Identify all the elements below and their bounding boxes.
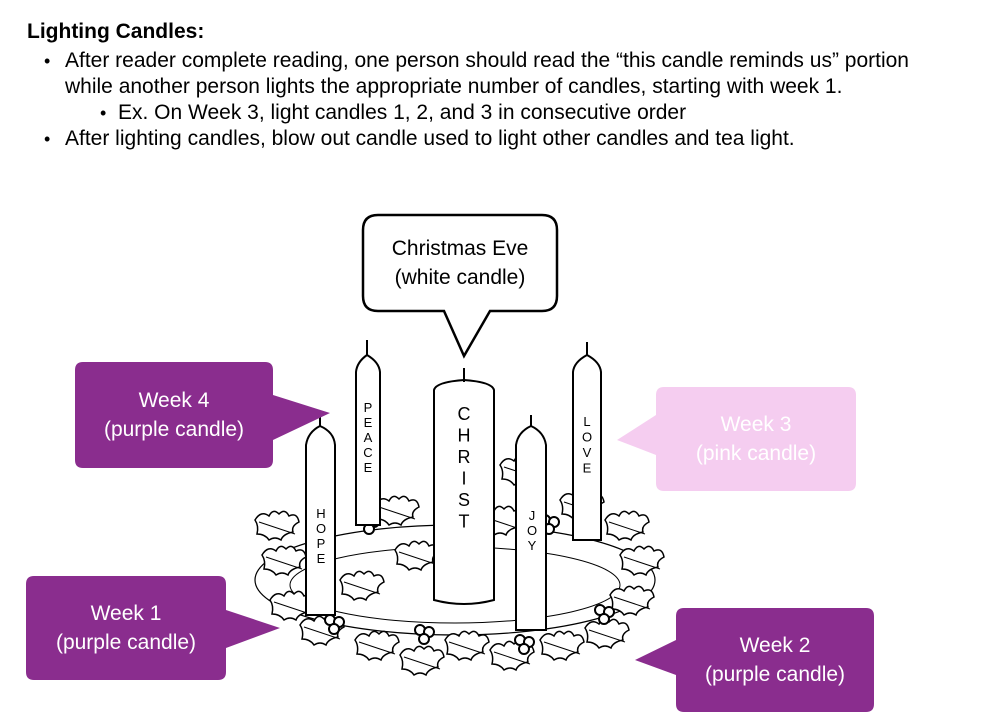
callout-week4	[75, 362, 330, 468]
candle-christ	[433, 368, 495, 605]
candle-letter: H	[316, 506, 325, 521]
candle-letter: O	[316, 521, 326, 536]
candle-joy	[515, 415, 547, 631]
candle-hope	[305, 415, 336, 616]
candle-letter: P	[364, 400, 373, 415]
christmas-eve-title: Christmas Eve	[391, 237, 529, 260]
christmas-eve-label: Christmas Eve (white candle)	[363, 218, 557, 308]
page-heading: Lighting Candles:	[27, 20, 205, 43]
week4-title: Week 4	[138, 389, 210, 412]
candle-letter: C	[458, 404, 471, 424]
week1-subtitle: (purple candle)	[55, 631, 197, 654]
week4-subtitle: (purple candle)	[103, 418, 245, 441]
candle-letter: J	[529, 508, 536, 523]
week3-subtitle: (pink candle)	[695, 442, 817, 465]
week2-subtitle: (purple candle)	[704, 663, 846, 686]
week2-title: Week 2	[739, 634, 811, 657]
candle-letter: Y	[528, 538, 537, 553]
callout-week1	[26, 576, 280, 680]
candle-letter: E	[364, 415, 373, 430]
candle-letter: P	[317, 536, 326, 551]
candle-letter: T	[459, 512, 470, 532]
candle-peace	[355, 340, 381, 526]
callout-week2	[635, 608, 874, 712]
candle-letter: O	[582, 430, 592, 445]
candle-letter: E	[583, 461, 592, 476]
bullet-item: After lighting candles, blow out candle …	[0, 126, 960, 152]
callout-christmas-eve	[361, 213, 559, 359]
candle-letter: L	[583, 414, 590, 429]
callout-week3	[617, 387, 856, 491]
instruction-list: After reader complete reading, one perso…	[0, 48, 960, 152]
candle-letter: O	[527, 523, 537, 538]
week1-label: Week 1 (purple candle)	[26, 576, 226, 680]
candle-letter: V	[583, 445, 592, 460]
candle-letter: H	[458, 426, 471, 446]
week3-title: Week 3	[720, 413, 792, 436]
week3-label: Week 3 (pink candle)	[656, 387, 856, 491]
week4-label: Week 4 (purple candle)	[75, 362, 273, 468]
week1-title: Week 1	[90, 602, 162, 625]
bullet-item: After reader complete reading, one perso…	[0, 48, 960, 100]
candle-letter: E	[364, 460, 373, 475]
christmas-eve-subtitle: (white candle)	[394, 266, 526, 289]
candle-letter: I	[461, 469, 466, 489]
candle-letter: E	[317, 551, 326, 566]
candle-label-joy: JOY	[527, 508, 537, 553]
candle-letter: R	[458, 447, 471, 467]
week2-label: Week 2 (purple candle)	[676, 608, 874, 712]
candle-letter: A	[364, 430, 373, 445]
candle-letter: S	[458, 490, 470, 510]
candle-love	[572, 342, 602, 541]
sub-bullet-item: Ex. On Week 3, light candles 1, 2, and 3…	[0, 100, 960, 126]
candle-letter: C	[363, 445, 372, 460]
